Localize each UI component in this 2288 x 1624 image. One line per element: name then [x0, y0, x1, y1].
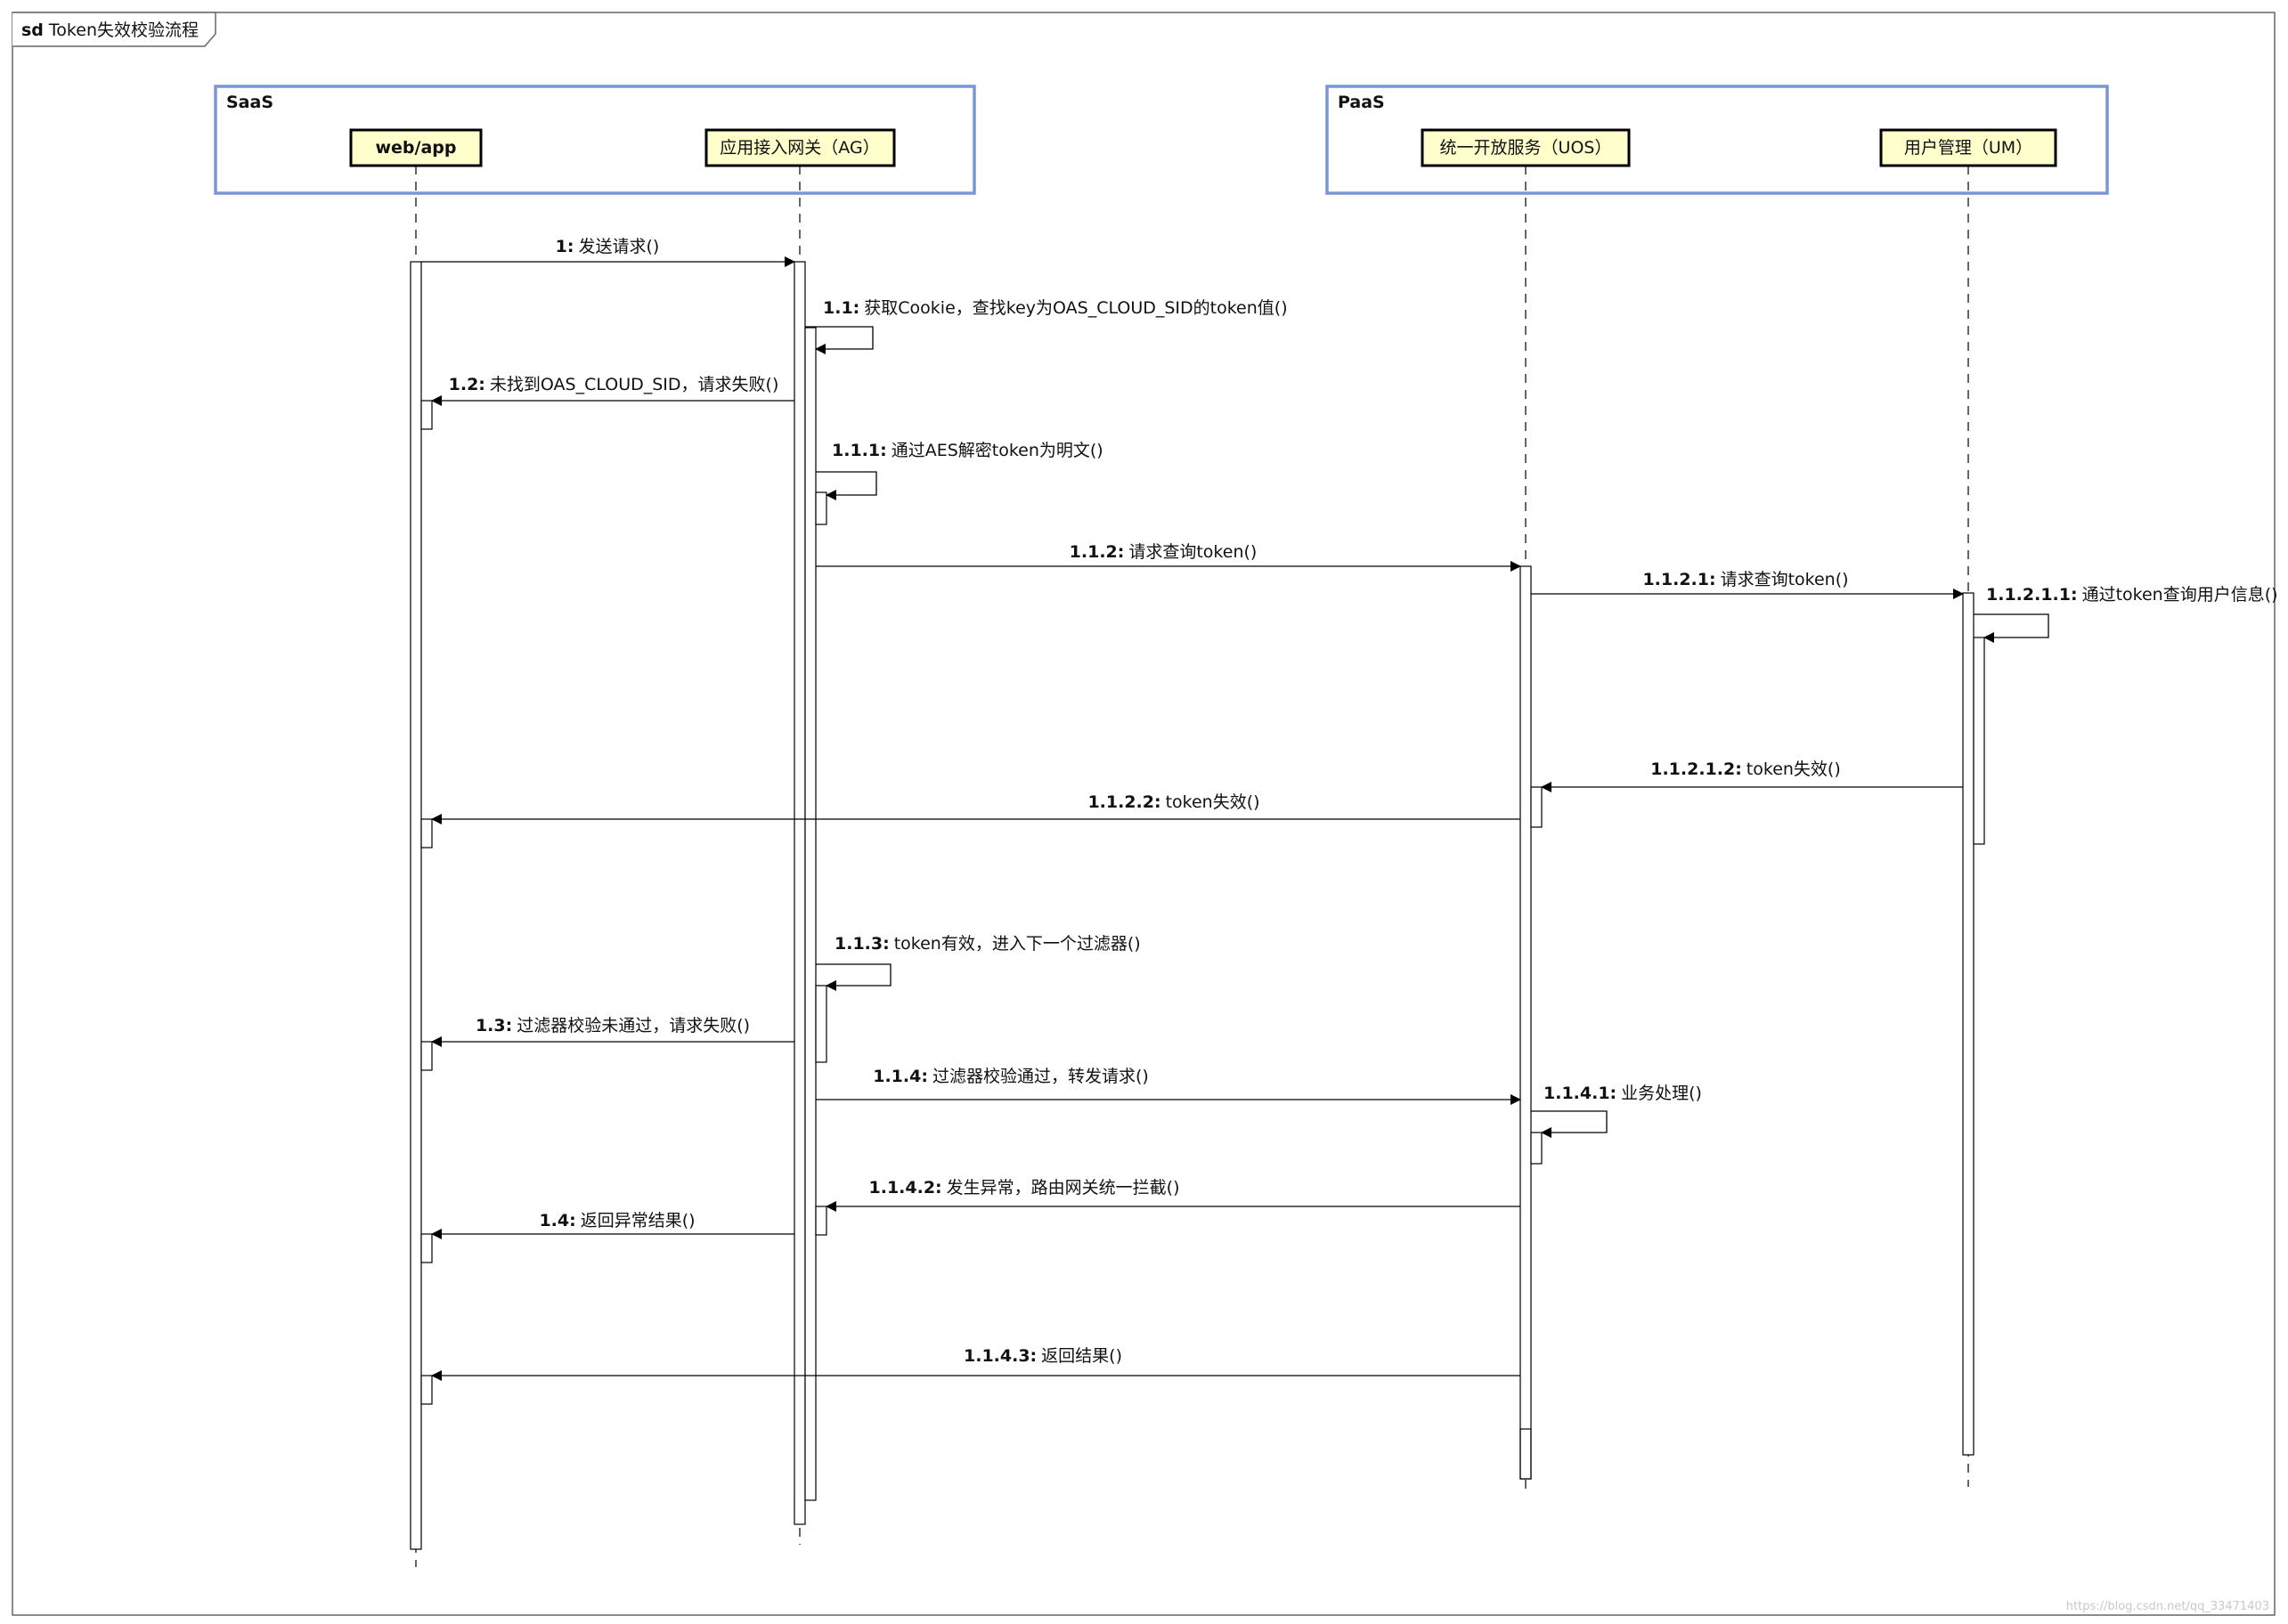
participant-ag: 应用接入网关（AG）: [704, 128, 896, 167]
message-label: 1.1.2.1.1:通过token查询用户信息(): [1986, 585, 2278, 605]
activation-web-1-3: [420, 1041, 433, 1071]
group-title-paas: PaaS: [1338, 93, 1385, 112]
message-label: 1.1.4.2:发生异常，路由网关统一拦截(): [869, 1178, 1180, 1198]
group-title-saas: SaaS: [226, 93, 273, 112]
arrow-msg-1-1-4-1: [1531, 1110, 1608, 1138]
activation-ag-main: [794, 261, 806, 1525]
message-label: 1.3:过滤器校验未通过，请求失败(): [476, 1016, 750, 1035]
activation-web-1-2: [420, 400, 433, 430]
message-label: 1:发送请求(): [556, 237, 660, 256]
message-label: 1.1.1:通过AES解密token为明文(): [832, 441, 1103, 460]
activation-ag-1-1-3: [815, 985, 827, 1063]
activation-uos-main: [1519, 565, 1532, 1480]
message-label: 1.1.4.3:返回结果(): [964, 1346, 1122, 1366]
activation-web-1-1-4-3: [420, 1375, 433, 1405]
participant-label-web: web/app: [375, 138, 456, 158]
participant-label-ag: 应用接入网关（AG）: [720, 138, 879, 158]
message-arrows: [421, 256, 2049, 1381]
activation-um-inner: [1973, 637, 1985, 845]
frame-title: Token失效校验流程: [48, 20, 199, 40]
activation-web-main: [410, 261, 422, 1550]
activation-web-1-1-2-2: [420, 818, 433, 849]
message-label: 1.1.3:token有效，进入下一个过滤器(): [835, 934, 1141, 954]
message-label: 1.1.2:请求查询token(): [1070, 542, 1258, 562]
message-label: 1.2:未找到OAS_CLOUD_SID，请求失败(): [449, 375, 779, 394]
activation-web-1-4: [420, 1233, 433, 1263]
arrow-msg-1-1-1: [816, 471, 877, 500]
activation-ag-inner: [804, 327, 817, 1501]
frame-prefix: sd: [21, 20, 44, 40]
message-label: 1.1.2.2:token失效(): [1087, 792, 1259, 812]
activation-uos-1-1-2-1-2: [1530, 786, 1543, 828]
participant-um: 用户管理（UM）: [1879, 128, 2057, 167]
group-box-saas: [214, 85, 976, 195]
message-label: 1.1.2.1:请求查询token(): [1642, 570, 1848, 589]
activation-um-main: [1962, 592, 1975, 1456]
message-label: 1.1:获取Cookie，查找key为OAS_CLOUD_SID的token值(…: [823, 298, 1288, 318]
diagram-frame: [12, 12, 2276, 1616]
participant-web: web/app: [349, 128, 483, 167]
activation-ag-1-1-1: [815, 491, 827, 525]
activation-ag-1-1-4-2: [815, 1206, 827, 1236]
watermark-text: https://blog.csdn.net/qq_33471403: [2066, 1600, 2269, 1613]
group-box-paas: [1325, 85, 2109, 195]
participant-uos: 统一开放服务（UOS）: [1421, 128, 1631, 167]
participant-label-um: 用户管理（UM）: [1904, 138, 2032, 158]
participant-label-uos: 统一开放服务（UOS）: [1440, 138, 1612, 158]
frame-tab: [12, 12, 216, 47]
message-labels: 1:发送请求() 1.1:获取Cookie，查找key为OAS_CLOUD_SI…: [449, 237, 2278, 1366]
message-label: 1.1.4:过滤器校验通过，转发请求(): [873, 1067, 1149, 1086]
arrow-msg-1-1: [805, 326, 874, 354]
activations: [410, 261, 1985, 1550]
arrow-msg-1-1-2-1-1: [1974, 613, 2049, 643]
activation-uos-inner: [1519, 1428, 1532, 1480]
message-label: 1.1.2.1.2:token失效(): [1650, 759, 1841, 779]
arrow-msg-1-1-3: [816, 963, 892, 991]
activation-uos-1-1-4-1: [1530, 1132, 1543, 1165]
message-label: 1.4:返回异常结果(): [539, 1211, 695, 1230]
message-label: 1.1.4.1:业务处理(): [1543, 1084, 1702, 1103]
